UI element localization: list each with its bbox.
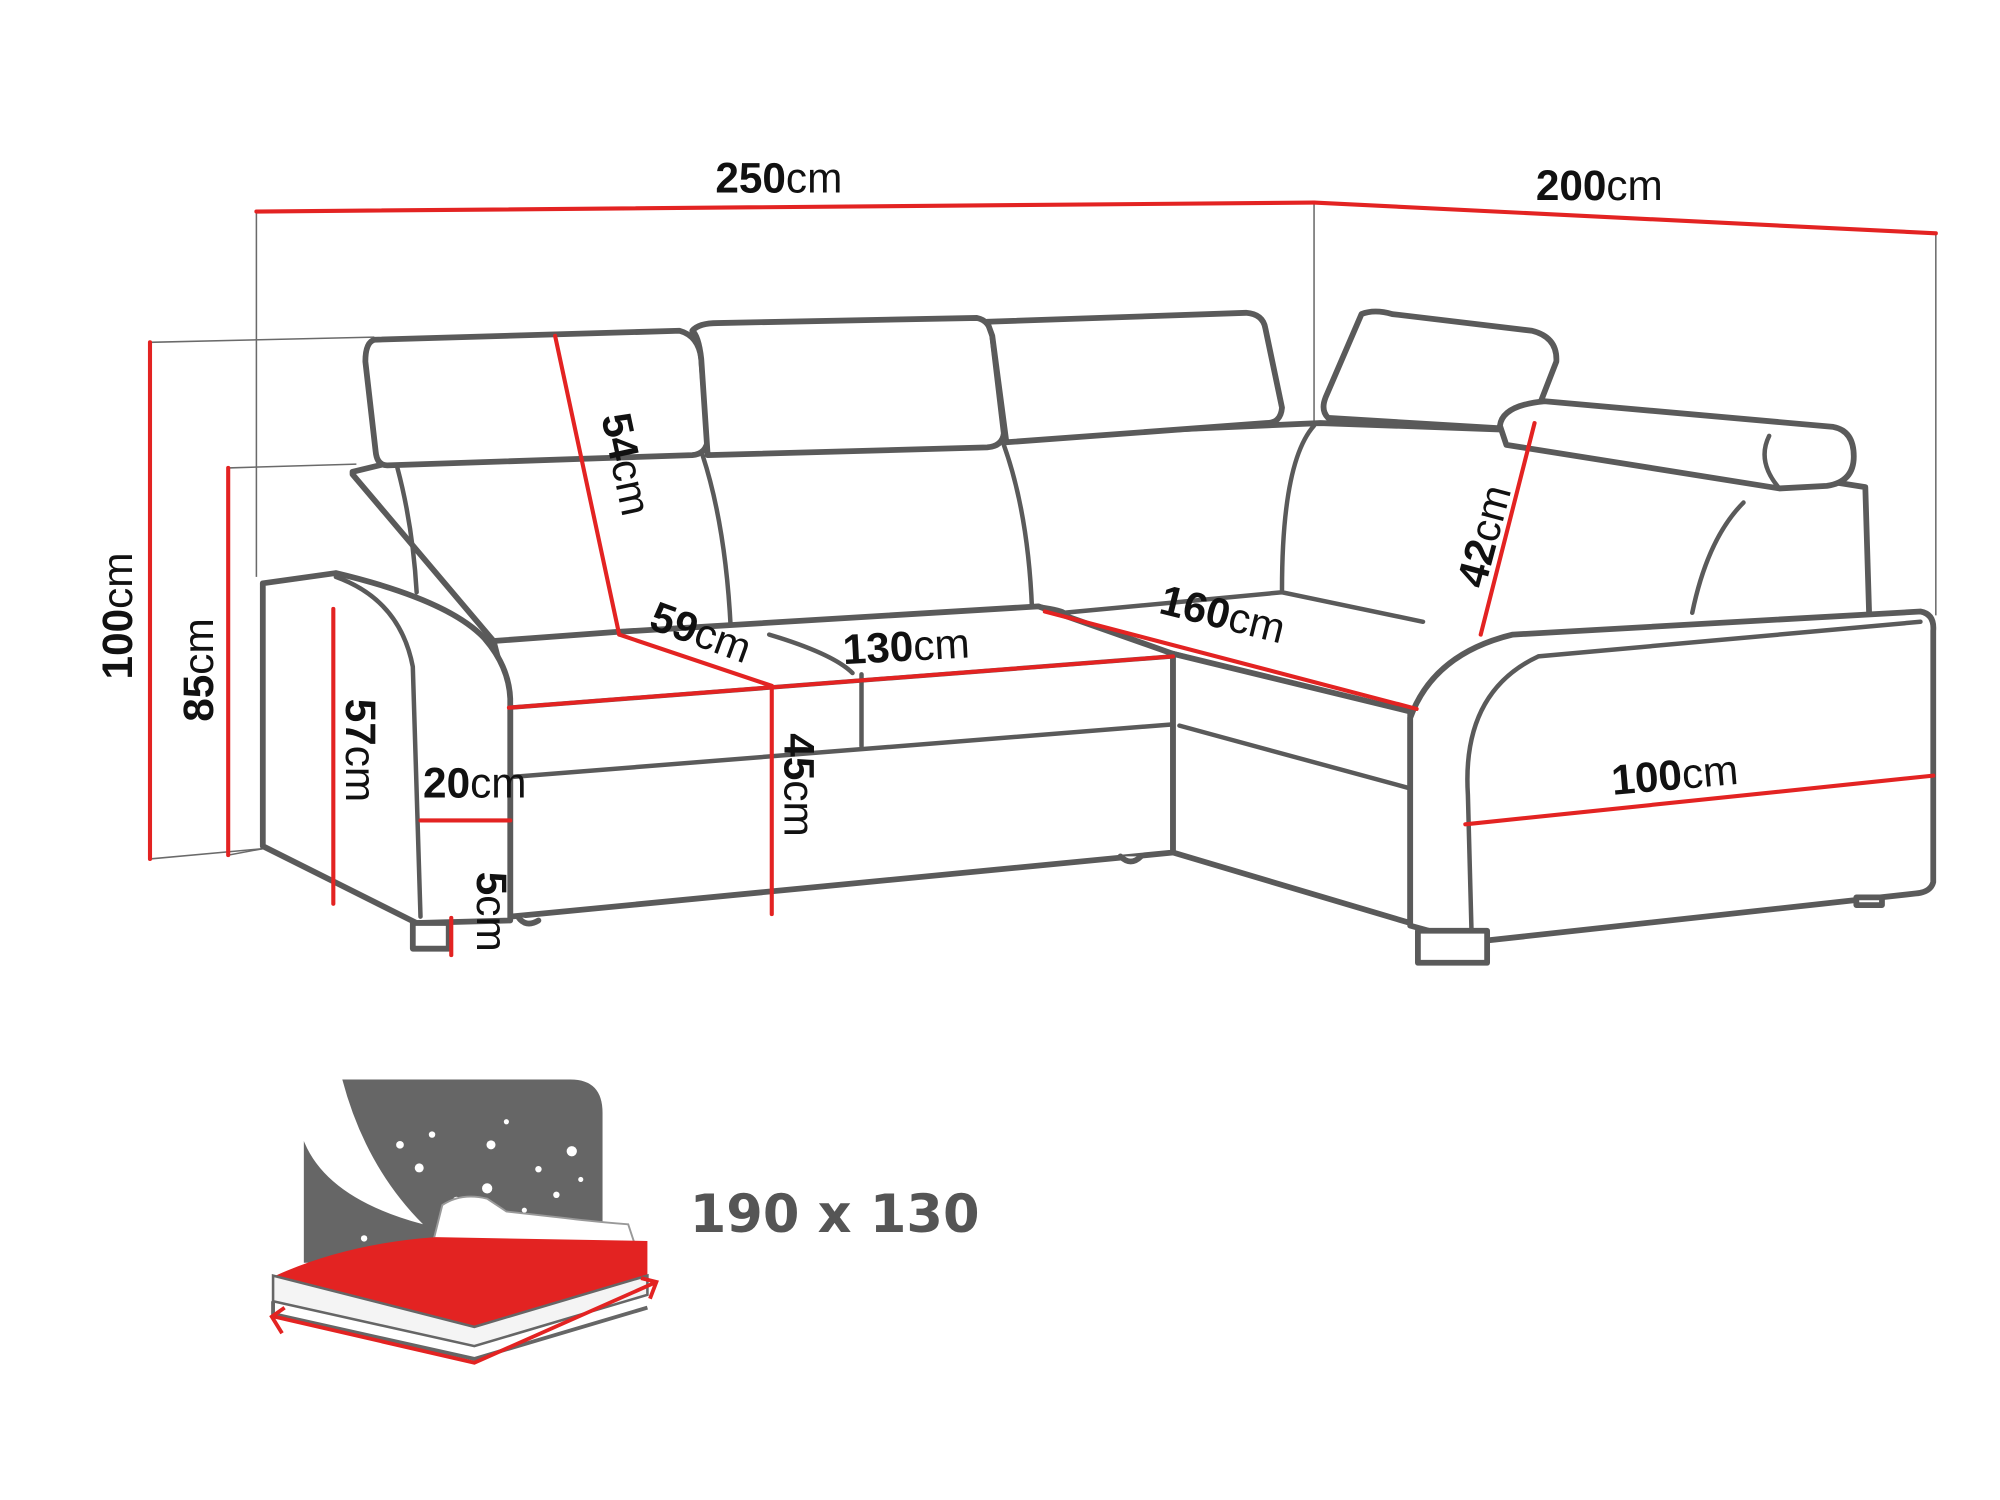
left-armrest	[259, 570, 514, 926]
bed-icon	[269, 1079, 659, 1365]
dim-line-250	[254, 200, 1317, 214]
leg	[1853, 894, 1885, 908]
bed-size-label: 190 x 130	[690, 1184, 980, 1245]
label-seat-height: 45cm	[776, 733, 823, 836]
dimension-lines	[147, 200, 1938, 958]
sofa-outline	[259, 308, 1937, 966]
leg	[1117, 853, 1144, 865]
label-corner-depth: 200cm	[1536, 162, 1663, 209]
dim-line-200	[1311, 200, 1938, 236]
leg	[1415, 927, 1491, 966]
headrest-right	[984, 309, 1285, 446]
headrest-corner	[1320, 308, 1560, 432]
leg	[515, 913, 542, 927]
label-seat-width: 130cm	[842, 619, 971, 673]
seat-front	[490, 603, 1176, 920]
dim-line-59	[617, 632, 774, 688]
label-chaise-width: 100cm	[1609, 746, 1740, 804]
label-total-width: 250cm	[715, 154, 842, 201]
extension-lines	[149, 202, 1937, 860]
headrest-left	[362, 327, 711, 469]
dim-line-42	[1478, 421, 1537, 637]
label-leg-height: 5cm	[468, 872, 515, 952]
dim-line-130	[506, 654, 1176, 710]
label-arm-width: 20cm	[423, 759, 526, 806]
dim-line-100w	[1463, 773, 1936, 827]
label-back-height: 85cm	[175, 618, 222, 721]
leg	[409, 920, 452, 952]
dim-line-54	[553, 333, 622, 637]
label-arm-height: 57cm	[337, 699, 384, 802]
dim-line-160	[1042, 609, 1419, 711]
headrest-middle	[689, 315, 1007, 458]
label-max-height: 100cm	[94, 552, 141, 679]
right-armrest	[1407, 608, 1937, 946]
label-headrest-height: 54cm	[592, 409, 659, 520]
